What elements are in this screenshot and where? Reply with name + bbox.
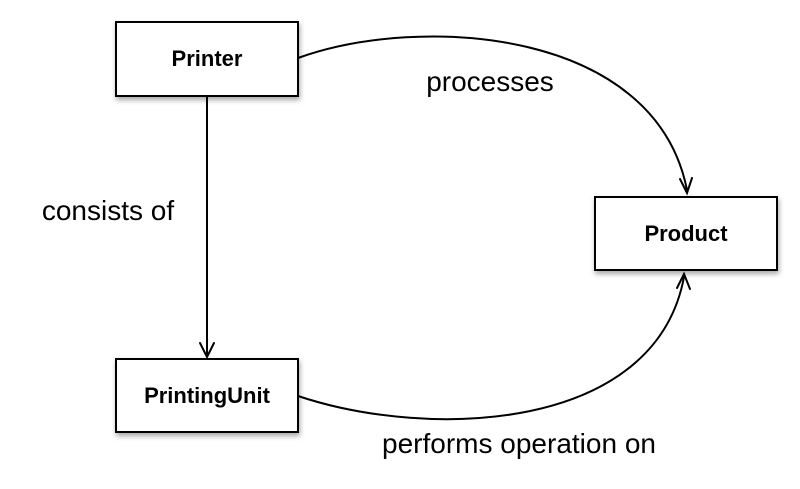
node-printer-label: Printer	[171, 46, 243, 71]
edge-label-processes: processes	[426, 66, 554, 97]
node-printer: Printer	[115, 21, 299, 97]
edge-performs-line	[297, 276, 685, 421]
node-printingunit: PrintingUnit	[115, 358, 299, 433]
edge-label-consists-of: consists of	[41, 195, 175, 226]
edge-processes-arrowhead-icon	[679, 177, 693, 196]
node-printingunit-label: PrintingUnit	[144, 382, 270, 408]
node-product-label: Product	[644, 220, 728, 246]
edge-performs-arrowhead-icon	[676, 271, 691, 290]
node-product: Product	[594, 196, 778, 271]
edge-processes-line	[297, 35, 688, 191]
edge-label-performs-operation-on: performs operation on	[382, 428, 656, 459]
edge-consists-of-arrowhead-icon	[199, 342, 215, 360]
